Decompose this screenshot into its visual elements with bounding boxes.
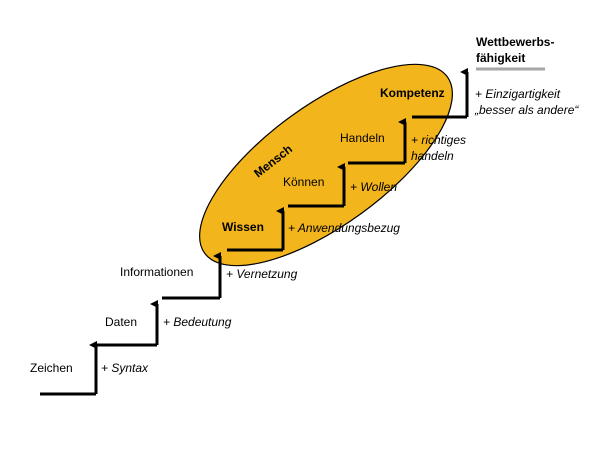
add-einzigartigkeit: + Einzigartigkeit [475, 87, 561, 101]
add-besser-als-andere: „besser als andere“ [474, 103, 579, 117]
add-anwendungsbezug: + Anwendungsbezug [288, 221, 400, 235]
staircase-arrows [89, 68, 469, 394]
step-label-wissen: Wissen [222, 220, 264, 234]
goal-line2: fähigkeit [476, 51, 525, 65]
staircase-treads [40, 115, 467, 396]
step-label-zeichen: Zeichen [30, 361, 73, 375]
step-label-daten: Daten [105, 315, 137, 329]
add-wollen: + Wollen [350, 180, 397, 194]
add-richtiges: + richtiges [411, 133, 466, 147]
step-label-koennen: Können [283, 175, 324, 189]
add-vernetzung: + Vernetzung [226, 267, 298, 281]
step-label-informationen: Informationen [120, 265, 193, 279]
add-bedeutung: + Bedeutung [163, 315, 232, 329]
add-handeln: handeln [411, 149, 454, 163]
step-label-handeln: Handeln [340, 131, 385, 145]
step-label-kompetenz: Kompetenz [380, 86, 445, 100]
add-syntax: + Syntax [101, 361, 149, 375]
mensch-ellipse [199, 63, 453, 267]
goal-line1: Wettbewerbs- [476, 35, 554, 49]
